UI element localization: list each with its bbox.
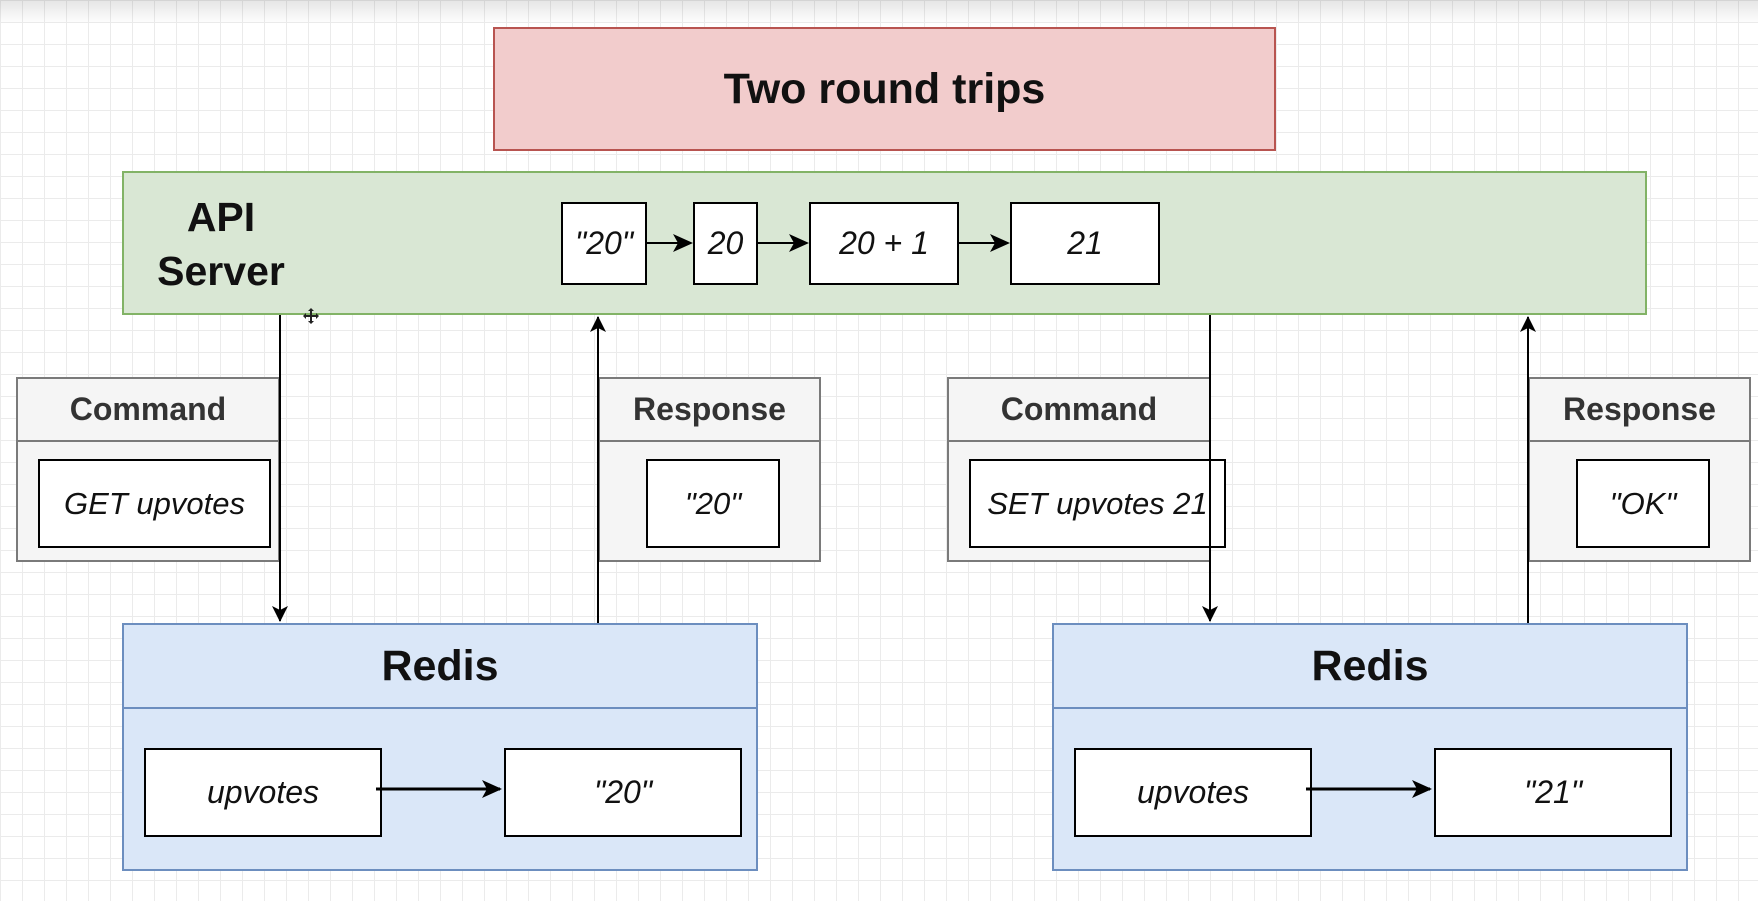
redis-value-box[interactable]: "21" [1434,748,1672,837]
redis-key-box[interactable]: upvotes [1074,748,1312,837]
response-panel-set[interactable]: Response "OK" [1528,377,1751,562]
response-header: Response [1530,379,1749,442]
flow-box-number-value[interactable]: 20 [693,202,758,285]
command-header: Command [18,379,278,442]
get-command-box[interactable]: GET upvotes [38,459,271,548]
flow-box-increment[interactable]: 20 + 1 [809,202,959,285]
diagram-title[interactable]: Two round trips [493,27,1276,151]
redis-header: Redis [124,625,756,709]
set-command-box[interactable]: SET upvotes 21 [969,459,1226,548]
command-header: Command [949,379,1209,442]
redis-box-2[interactable]: Redis upvotes "21" [1052,623,1688,871]
command-panel-get[interactable]: Command GET upvotes [16,377,280,562]
response-header: Response [600,379,819,442]
flow-box-string-value[interactable]: "20" [561,202,647,285]
redis-key-box[interactable]: upvotes [144,748,382,837]
redis-box-1[interactable]: Redis upvotes "20" [122,623,758,871]
response-panel-get[interactable]: Response "20" [598,377,821,562]
move-icon [302,307,320,325]
redis-header: Redis [1054,625,1686,709]
flow-box-result[interactable]: 21 [1010,202,1160,285]
api-server-label: API Server [157,194,285,294]
redis-value-box[interactable]: "20" [504,748,742,837]
get-response-box[interactable]: "20" [646,459,780,548]
set-response-box[interactable]: "OK" [1576,459,1710,548]
